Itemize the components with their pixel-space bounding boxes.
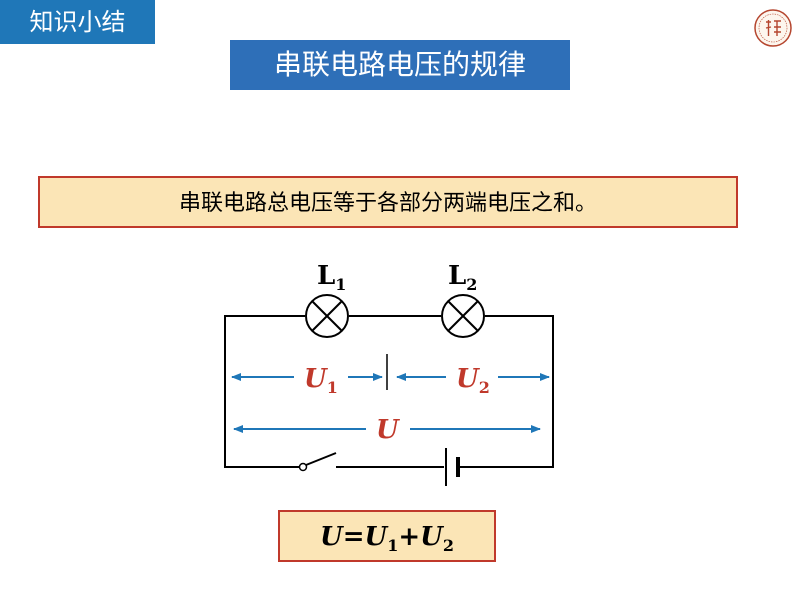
u2-label: U2 <box>456 364 490 397</box>
rule-statement: 串联电路总电压等于各部分两端电压之和。 <box>38 176 738 228</box>
switch-symbol <box>298 452 337 472</box>
circuit-wires <box>224 315 554 468</box>
voltage-formula: U=U1+U2 <box>278 510 496 562</box>
page-title: 串联电路电压的规律 <box>230 40 570 90</box>
lamp-l2 <box>441 294 485 338</box>
section-tag: 知识小结 <box>0 0 155 44</box>
lamp-l2-label: L2 <box>448 261 477 294</box>
series-circuit-diagram: L1 L2 U1 U2 U <box>224 261 554 486</box>
seal-icon <box>754 9 792 47</box>
u1-label: U1 <box>304 364 338 397</box>
lamp-l1-label: L1 <box>317 261 346 294</box>
lamp-l1 <box>305 294 349 338</box>
battery-symbol <box>445 448 460 486</box>
u-total-label: U <box>376 415 400 445</box>
